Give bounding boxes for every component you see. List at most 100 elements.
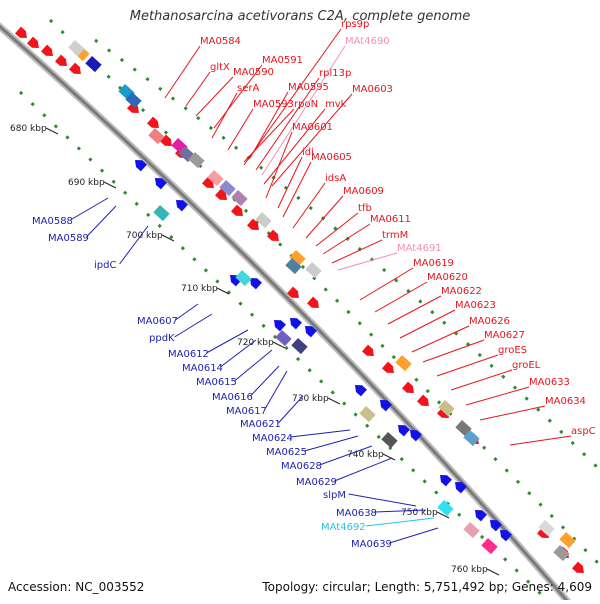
reverse-feature-box xyxy=(125,92,142,109)
forward-gene-arrow xyxy=(146,116,159,129)
tick-label: 760 kbp xyxy=(451,565,488,575)
gene-label-ma0609: MA0609 xyxy=(343,186,384,197)
tick-mark xyxy=(216,287,230,295)
leader-line xyxy=(334,457,393,482)
gene-label-ppdk: ppdK xyxy=(149,333,175,344)
gene-label-mvk: mvk xyxy=(325,99,347,110)
forward-gene-arrow xyxy=(306,296,319,309)
gene-label-gltx: gltX xyxy=(210,62,230,73)
gene-label-ma0615: MA0615 xyxy=(196,377,237,388)
gene-label-sera: serA xyxy=(237,83,259,94)
tick-mark xyxy=(382,453,396,461)
forward-feature-box xyxy=(305,262,322,279)
forward-feature-box xyxy=(559,531,576,549)
reverse-feature-box xyxy=(291,338,308,355)
forward-feature-box xyxy=(188,152,205,169)
leader-line xyxy=(185,71,211,107)
leader-line xyxy=(465,386,530,406)
tick-label: 710 kbp xyxy=(181,284,218,294)
leader-line xyxy=(271,93,353,187)
leader-line xyxy=(322,223,371,255)
leader-line xyxy=(243,28,342,166)
tick-mark xyxy=(103,181,117,189)
forward-gene-arrow xyxy=(286,286,299,299)
tick-mark xyxy=(486,568,500,576)
forward-gene-arrow xyxy=(54,54,67,67)
forward-gene-arrow xyxy=(381,361,394,374)
gene-label-ma0616: MA0616 xyxy=(212,392,253,403)
forward-feature-box xyxy=(438,399,455,417)
reverse-gene-arrow xyxy=(274,320,286,332)
leader-line xyxy=(365,517,435,527)
forward-feature-box xyxy=(219,180,236,197)
reverse-feature-box xyxy=(437,500,454,517)
reverse-gene-arrow xyxy=(490,520,502,532)
leader-line xyxy=(337,252,398,271)
gene-label-ma0590: MA0590 xyxy=(233,67,274,78)
leader-line xyxy=(86,205,117,238)
forward-feature-box xyxy=(231,189,248,207)
leader-line xyxy=(211,92,238,139)
leader-line xyxy=(213,64,263,129)
gene-label-ma0603: MA0603 xyxy=(352,84,393,95)
reverse-gene-arrow xyxy=(440,475,452,487)
gene-label-ma0612: MA0612 xyxy=(168,349,209,360)
gene-label-mat4691: MAt4691 xyxy=(397,243,442,254)
gene-label-idi: idi xyxy=(302,147,314,158)
gene-label-ma0614: MA0614 xyxy=(182,363,223,374)
leader-line xyxy=(70,197,109,221)
forward-feature-box xyxy=(463,430,480,447)
gene-label-ma0620: MA0620 xyxy=(427,272,468,283)
tick-label: 750 kbp xyxy=(401,508,438,518)
leader-line xyxy=(374,281,428,313)
forward-feature-box xyxy=(538,520,555,537)
genome-backbone xyxy=(0,24,572,604)
gene-label-ma0595: MA0595 xyxy=(288,82,329,93)
leader-line xyxy=(304,435,359,452)
gene-label-ma0621: MA0621 xyxy=(240,419,281,430)
forward-gene-arrow xyxy=(26,36,39,49)
leader-line xyxy=(174,313,213,338)
gene-label-trmm: trmM xyxy=(382,230,408,241)
gene-label-ma0607: MA0607 xyxy=(137,316,178,327)
forward-feature-box xyxy=(68,39,85,57)
forward-feature-box xyxy=(289,249,306,267)
gene-label-ma0625: MA0625 xyxy=(266,447,307,458)
leader-line xyxy=(374,509,427,513)
tick-mark xyxy=(436,511,450,519)
reverse-feature-box xyxy=(359,406,376,423)
leader-line xyxy=(479,405,546,421)
gene-label-ma0593: MA0593 xyxy=(253,99,294,110)
gene-label-mat4690: MAt4690 xyxy=(345,36,390,47)
reverse-gene-arrow xyxy=(475,510,487,522)
reverse-gene-arrow xyxy=(355,385,367,397)
leader-line xyxy=(175,303,199,321)
tick-label: 720 kbp xyxy=(237,338,274,348)
tick-label: 740 kbp xyxy=(347,450,384,460)
gene-label-mat4692: MAt4692 xyxy=(321,522,366,533)
gene-label-ma0601: MA0601 xyxy=(292,122,333,133)
leader-line xyxy=(387,295,442,325)
leader-line xyxy=(389,527,439,544)
gene-label-idsa: idsA xyxy=(325,173,346,184)
forward-feature-box xyxy=(207,170,224,187)
leader-line xyxy=(261,45,346,176)
reverse-feature-box xyxy=(275,330,292,347)
leader-line xyxy=(206,329,249,354)
leader-line xyxy=(277,156,303,209)
forward-feature-box xyxy=(285,258,302,275)
leader-line xyxy=(220,339,257,368)
forward-gene-arrow xyxy=(361,344,374,357)
gene-label-ma0619: MA0619 xyxy=(413,258,454,269)
reverse-feature-box xyxy=(85,56,102,73)
topology-text: Topology: circular; Length: 5,751,492 bp… xyxy=(262,580,592,594)
leader-line xyxy=(164,45,201,99)
tick-mark xyxy=(327,397,341,405)
gene-label-groel: groEL xyxy=(512,360,541,371)
leader-line xyxy=(195,76,234,117)
leader-line xyxy=(315,212,359,247)
reverse-feature-box xyxy=(481,538,498,555)
gene-label-ma0634: MA0634 xyxy=(545,396,586,407)
forward-gene-arrow xyxy=(14,26,27,39)
leader-line xyxy=(255,77,320,171)
